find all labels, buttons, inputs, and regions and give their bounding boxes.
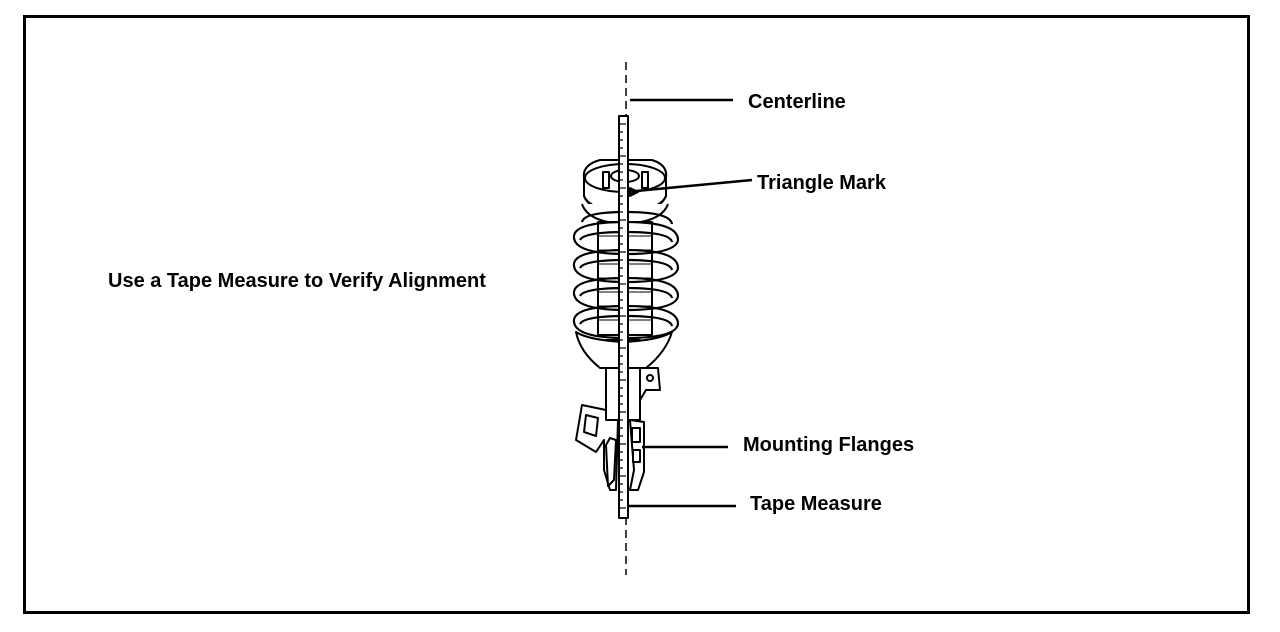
triangle-mark-leader: [635, 178, 753, 193]
triangle-mark: [629, 187, 639, 197]
callout-mounting-flanges: Mounting Flanges: [743, 434, 915, 456]
callout-triangle-mark: Triangle Mark: [757, 172, 886, 194]
tape-measure-strip: [618, 115, 629, 519]
callout-centerline: Centerline: [748, 91, 846, 113]
callout-tape-measure: Tape Measure: [750, 493, 882, 515]
diagram-caption: Use a Tape Measure to Verify Alignment: [108, 270, 486, 292]
